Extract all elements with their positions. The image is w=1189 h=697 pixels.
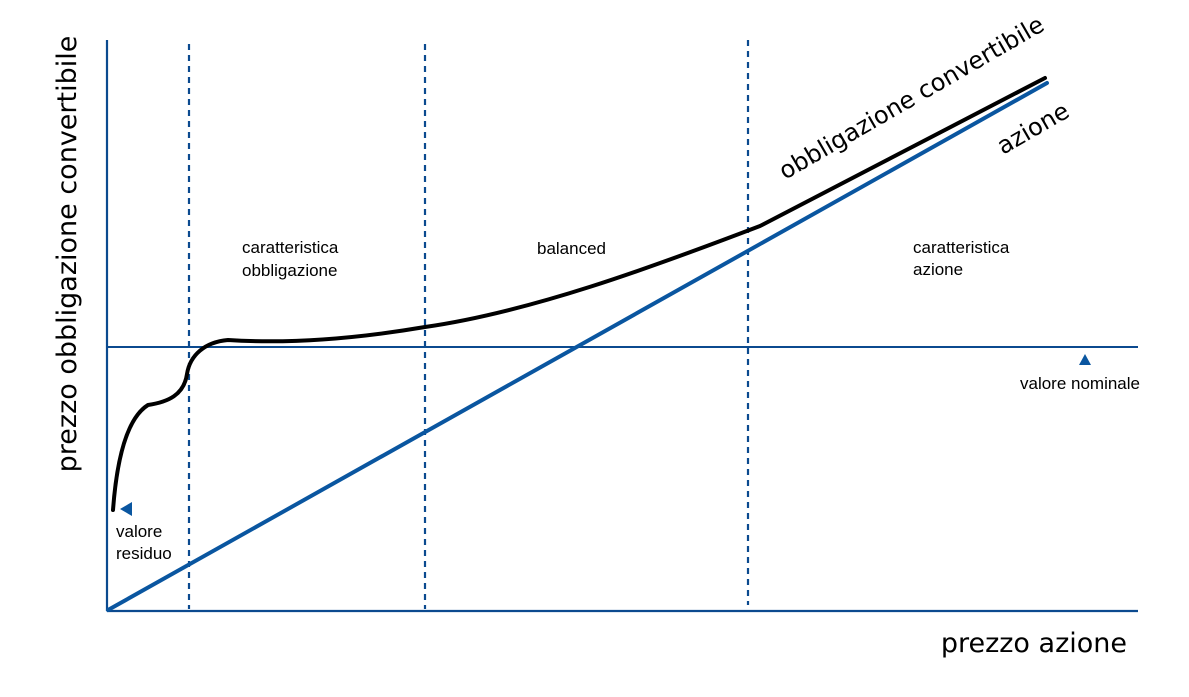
residual-value-label-line1: valore (116, 522, 162, 541)
zone-label-bond-like-line2: obbligazione (242, 261, 337, 280)
zone-label-equity-like-line2: azione (913, 260, 963, 279)
residual-value-label-line2: residuo (116, 544, 172, 563)
zone-label-balanced: balanced (537, 239, 606, 258)
triangle-left-icon (120, 502, 132, 516)
x-axis-title: prezzo azione (941, 628, 1127, 659)
stock-value-line (106, 81, 1049, 612)
y-axis-title: prezzo obbligazione convertibile (52, 36, 83, 473)
zone-label-equity-like-line1: caratteristica (913, 238, 1010, 257)
nominal-value-label: valore nominale (1020, 374, 1140, 393)
convertible-bond-curve (111, 76, 1047, 512)
triangle-up-icon (1079, 354, 1091, 365)
zone-label-bond-like-line1: caratteristica (242, 238, 339, 257)
